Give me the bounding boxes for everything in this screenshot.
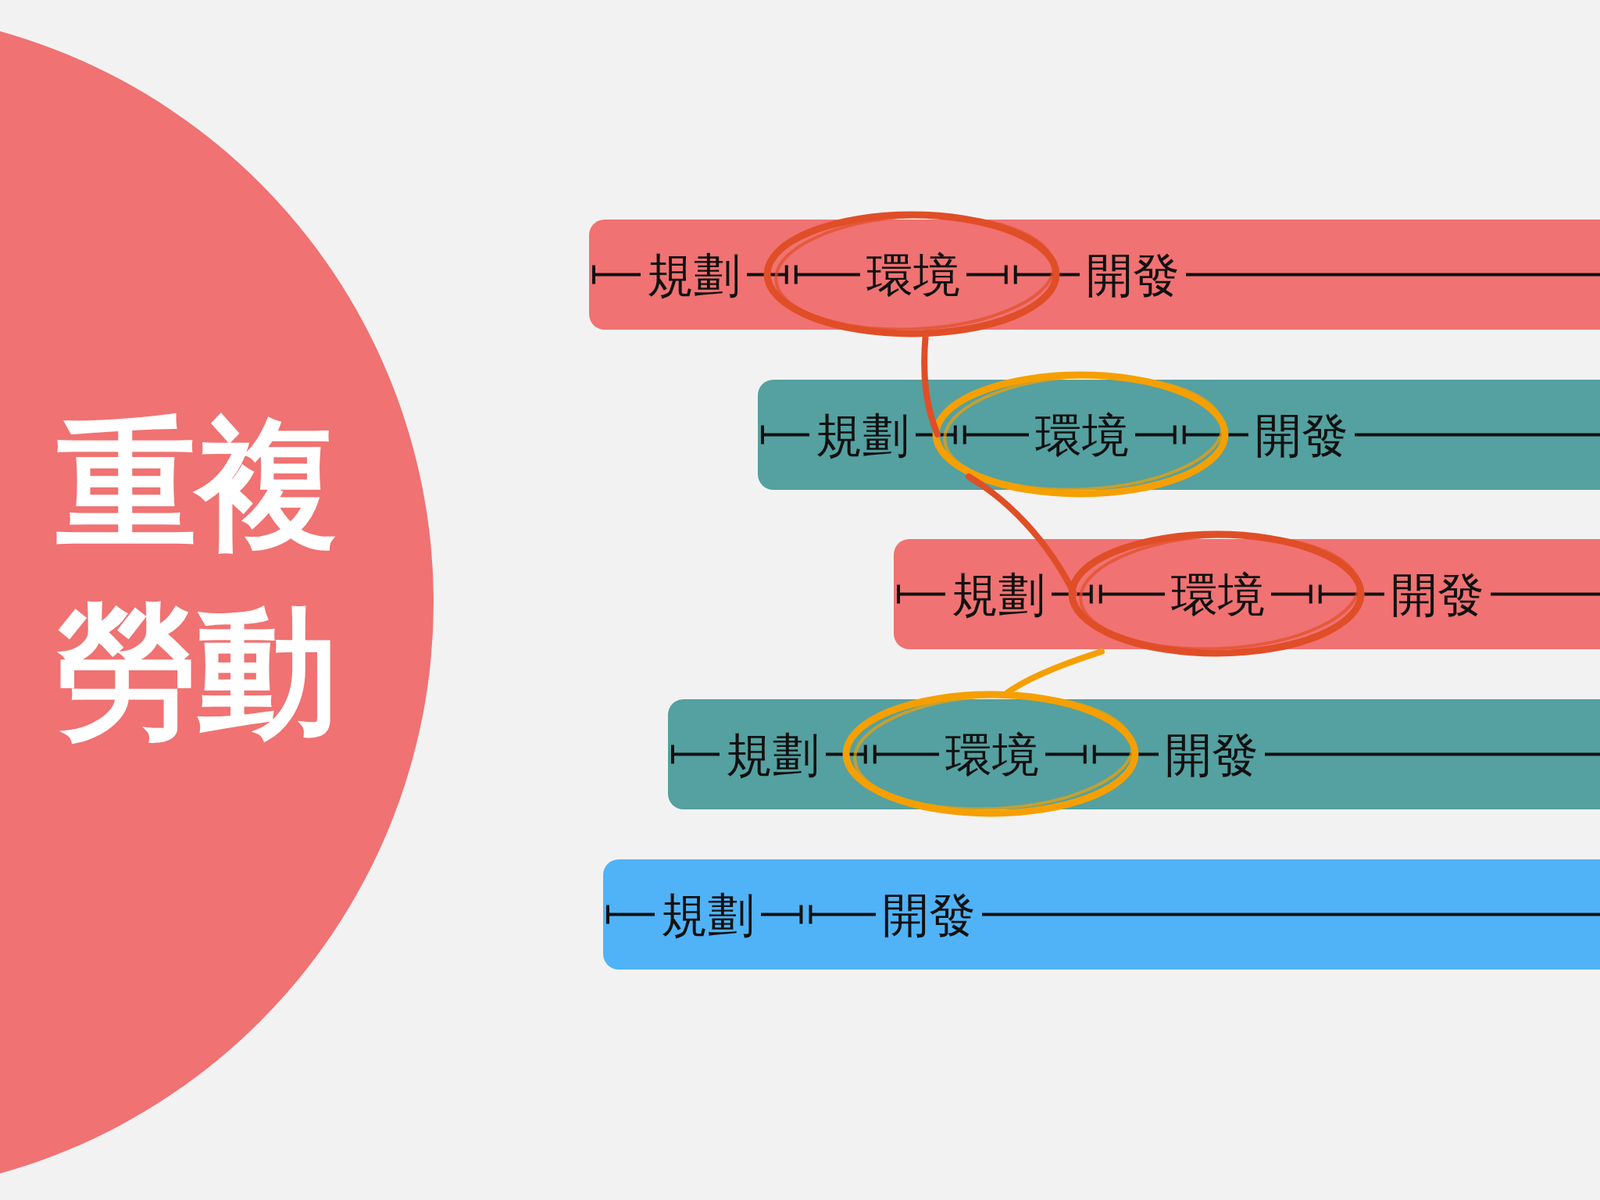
stage-label: 開發 xyxy=(1390,571,1485,618)
scribble-circle xyxy=(846,694,1136,814)
timeline-line xyxy=(746,273,787,277)
stage-label: 環境 xyxy=(945,731,1040,779)
timeline-line xyxy=(875,753,940,757)
process-band: 規劃 開發 xyxy=(603,859,1600,970)
timeline-line xyxy=(898,592,946,597)
stage-label: 規劃 xyxy=(815,411,910,459)
stage-label: 開發 xyxy=(882,891,976,939)
timeline-line xyxy=(1490,592,1600,597)
scribble-circle xyxy=(767,214,1057,334)
timeline-line xyxy=(593,273,641,277)
stage-label: 開發 xyxy=(1164,731,1259,779)
timeline-line xyxy=(1184,433,1249,437)
process-band: 規劃 環境 開發 xyxy=(757,379,1600,490)
scribble-circle xyxy=(1071,534,1361,654)
scribble-stroke xyxy=(968,476,1075,594)
timeline-line xyxy=(1264,753,1600,757)
timeline-line xyxy=(796,273,861,277)
stage-label: 環境 xyxy=(1035,411,1129,459)
scribble-circle xyxy=(851,689,1136,816)
timeline-line xyxy=(672,753,720,757)
timeline-line xyxy=(607,913,655,917)
timeline-line xyxy=(810,913,876,917)
timeline-line xyxy=(760,913,801,917)
timeline-line xyxy=(966,273,1007,277)
process-band: 規劃 環境 開發 xyxy=(667,699,1600,810)
timeline-line xyxy=(1015,273,1080,277)
scribble-stroke xyxy=(924,332,938,435)
timeline-line xyxy=(1051,592,1092,597)
timeline-line xyxy=(1271,592,1311,597)
stage-label: 規劃 xyxy=(646,251,741,299)
stage-label: 開發 xyxy=(1085,251,1180,299)
stage-label: 環境 xyxy=(866,251,961,299)
timeline-tick xyxy=(1083,745,1087,765)
timeline-tick xyxy=(785,265,789,285)
timeline-line xyxy=(1135,433,1175,437)
scribble-circle xyxy=(1077,528,1361,656)
stage-label: 環境 xyxy=(1171,571,1265,618)
timeline-line xyxy=(1320,592,1385,597)
timeline-line xyxy=(825,753,866,757)
scribble-stroke xyxy=(1003,651,1102,696)
timeline-tick xyxy=(1173,425,1177,445)
timeline-tick xyxy=(799,905,803,925)
stage-label: 開發 xyxy=(1254,411,1349,459)
scribble-circle xyxy=(941,369,1225,497)
scribble-circle xyxy=(772,209,1057,336)
process-band: 規劃 環境 開發 xyxy=(589,219,1600,330)
timeline-line xyxy=(1094,753,1159,757)
stage-label: 規劃 xyxy=(951,571,1046,618)
timeline-line xyxy=(1045,753,1086,757)
title-text: 重複 勞動 xyxy=(56,390,385,766)
timeline-line xyxy=(762,433,810,437)
timeline-tick xyxy=(1309,585,1313,604)
timeline-line xyxy=(982,913,1600,917)
stage-label: 規劃 xyxy=(725,731,820,779)
timeline-tick xyxy=(1004,265,1008,285)
timeline-tick xyxy=(953,425,958,445)
timeline-line xyxy=(1185,273,1600,277)
timeline-line xyxy=(1354,433,1600,437)
timeline-line xyxy=(964,433,1029,437)
timeline-line xyxy=(1100,592,1165,597)
stage-label: 規劃 xyxy=(660,891,755,939)
scribble-circle xyxy=(935,375,1225,494)
timeline-line xyxy=(915,433,956,437)
timeline-tick xyxy=(864,745,868,765)
title-circle: 重複 勞動 xyxy=(0,9,434,1196)
timeline-tick xyxy=(1089,585,1093,604)
process-band: 規劃 環境 開發 xyxy=(893,539,1600,650)
